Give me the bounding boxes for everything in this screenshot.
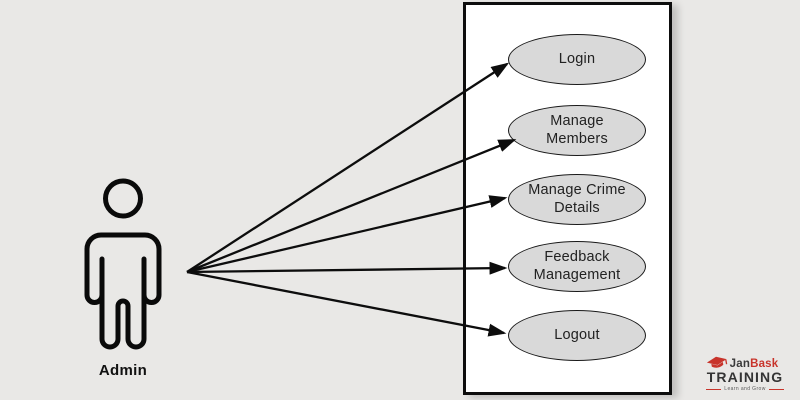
usecase-logout: Logout	[508, 310, 646, 361]
usecase-feedback-management: Feedback Management	[508, 241, 646, 292]
arrow-admin-to-feedback-management	[186, 261, 508, 275]
logo-brand-part2: Bask	[750, 357, 779, 370]
logo-brand-part1: Jan	[729, 357, 751, 370]
usecase-logout-label: Logout	[554, 326, 600, 343]
usecase-login: Login	[508, 34, 646, 85]
janbask-logo: JanBask TRAINING Learn and Grow	[695, 356, 795, 392]
arrow-admin-to-logout	[186, 270, 507, 337]
logo-tagline: Learn and Grow	[724, 386, 766, 392]
person-icon	[84, 178, 162, 350]
graduation-cap-icon	[706, 356, 727, 368]
arrow-admin-to-login	[186, 62, 510, 273]
logo-brand-line2: TRAINING	[706, 369, 784, 385]
arrow-admin-to-manage-crime-details	[186, 195, 508, 274]
actor-label: Admin	[98, 362, 148, 379]
usecase-login-label: Login	[558, 50, 596, 67]
tagline-rule-right	[768, 388, 784, 390]
usecase-manage-members-label: Manage Members	[546, 113, 608, 147]
usecase-manage-crime-details-label: Manage Crime Details	[528, 182, 626, 216]
tagline-rule-left	[706, 388, 722, 390]
usecase-manage-members: Manage Members	[508, 105, 646, 156]
usecase-manage-crime-details: Manage Crime Details	[508, 174, 646, 225]
usecase-feedback-management-label: Feedback Management	[533, 249, 621, 283]
